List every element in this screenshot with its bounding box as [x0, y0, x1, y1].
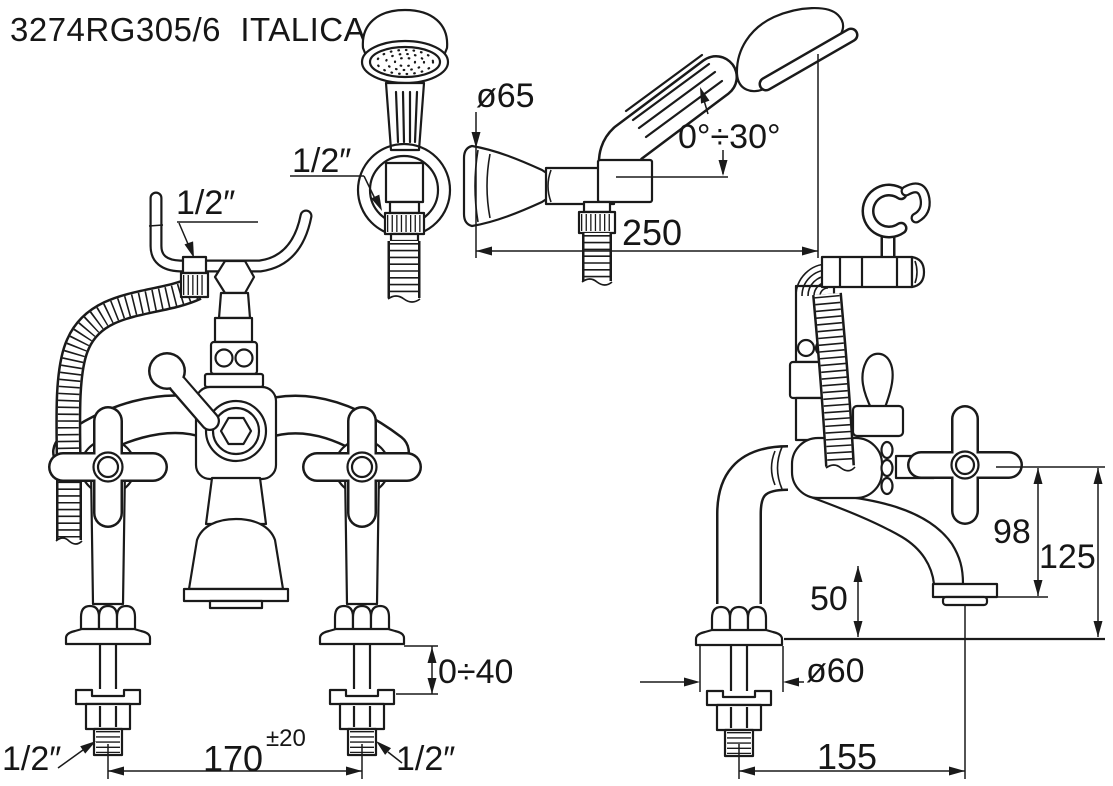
- dim-bracket-diameter: ø65: [471, 77, 535, 258]
- shower-hose-side: [795, 263, 856, 472]
- dim-handle-to-deck: 125: [1039, 468, 1103, 637]
- leg-base-side: [694, 605, 784, 758]
- hose-break: [55, 537, 83, 545]
- swivel-block: [596, 158, 654, 204]
- dim-label: 1/2″: [176, 184, 235, 222]
- mixer-side-view: [694, 182, 1105, 758]
- spout-outlet-flange: [931, 582, 999, 599]
- shower-cradle: [148, 191, 313, 295]
- left-handle: [48, 406, 168, 528]
- dim-label: 1/2″: [292, 142, 351, 180]
- dim-label: 250: [622, 212, 682, 253]
- drawing-title: 3274RG305/6 ITALICA: [10, 11, 366, 48]
- hose-break: [581, 278, 613, 286]
- dim-deck-to-spout: 50: [810, 566, 863, 637]
- dim-label: 170: [203, 738, 263, 779]
- left-clamp: [74, 688, 142, 706]
- dim-label: 0÷40: [438, 653, 513, 691]
- spout-front: [182, 476, 290, 610]
- wall-bracket-cone: [462, 144, 550, 228]
- dim-handle-to-outlet: 98: [993, 466, 1105, 598]
- dim-deck-range: 0÷40: [396, 645, 513, 695]
- right-handle: [302, 406, 422, 528]
- dim-tolerance: ±20: [266, 725, 306, 752]
- cradle-connector: [179, 255, 210, 299]
- dim-label: 98: [993, 513, 1031, 551]
- cradle-side: [820, 182, 931, 289]
- dim-right-inlet-thread: 1/2″: [376, 740, 455, 778]
- dim-inlet-centres: 170 ±20: [107, 725, 363, 779]
- dim-escutcheon-diameter: ø60: [640, 646, 865, 692]
- aerator: [941, 595, 989, 607]
- right-base-flange: [318, 627, 406, 646]
- dim-label: ø65: [476, 77, 535, 115]
- dim-label: 0°÷30°: [678, 118, 781, 156]
- shower-hose-front: [55, 276, 202, 545]
- hose-break: [825, 464, 856, 472]
- handset-front-view: [356, 8, 452, 303]
- centre-column: [203, 291, 265, 389]
- dim-label: ø60: [806, 652, 865, 690]
- spout-side: [806, 494, 965, 586]
- handset-side-view: [462, 6, 859, 286]
- dim-left-inlet-thread: 1/2″: [2, 740, 96, 778]
- diverter-side: [851, 352, 905, 438]
- dim-bracket-thread: 1/2″: [290, 142, 382, 211]
- side-handle: [907, 405, 1023, 525]
- dim-label: 1/2″: [396, 740, 455, 778]
- dim-label: 1/2″: [2, 740, 61, 778]
- hose-nut: [383, 211, 426, 236]
- dim-label: 125: [1039, 538, 1096, 576]
- dim-wall-to-handset: 250: [476, 54, 819, 258]
- dim-label: 50: [810, 580, 848, 618]
- dim-handset-angle: 0°÷30°: [616, 87, 781, 178]
- hose-break: [387, 295, 421, 303]
- cradle-hex-nut: [213, 259, 256, 295]
- handset-head-side: [735, 6, 845, 93]
- dim-cradle-thread: 1/2″: [176, 184, 258, 258]
- dim-spout-projection: 155: [738, 606, 966, 779]
- diverter-boss: [204, 399, 268, 463]
- left-base-flange: [64, 627, 152, 646]
- cradle-block: [820, 255, 914, 289]
- diverter-lever: [148, 352, 220, 431]
- mixer-front-view: [48, 191, 422, 757]
- dim-label: 155: [817, 736, 877, 777]
- right-clamp: [328, 688, 396, 706]
